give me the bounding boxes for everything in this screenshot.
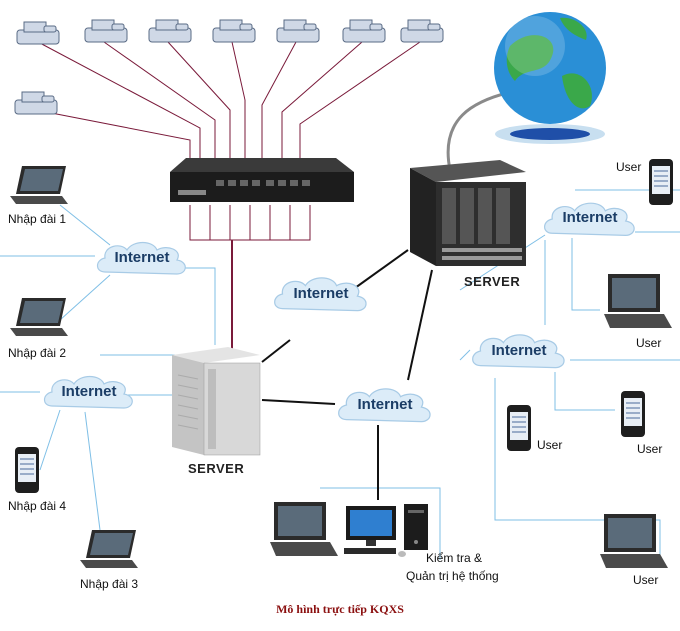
admin-label-line2: Quản trị hệ thống [406, 569, 499, 583]
server-label-center: SERVER [188, 461, 245, 476]
internet-cloud: Internet [93, 238, 191, 278]
internet-cloud: Internet [270, 273, 372, 315]
fax-icon [212, 19, 256, 43]
globe-icon [494, 12, 606, 144]
light-lines [0, 189, 680, 560]
cloud-icon [96, 241, 186, 275]
cloud-icon [43, 375, 133, 409]
internet-cloud: Internet [334, 384, 436, 426]
laptop-icon [10, 166, 68, 204]
cloud-label: Internet [61, 383, 117, 400]
internet-cloud: Internet [468, 330, 570, 372]
laptop-icon [270, 502, 338, 556]
cloud-icon [472, 334, 565, 369]
fax-wires [35, 41, 421, 355]
user-label: User [616, 160, 642, 174]
admin-label-line1: Kiểm tra & [426, 551, 483, 565]
nhap-dai-4-label: Nhập đài 4 [8, 499, 67, 513]
fax-icon [148, 19, 192, 43]
phone-icon [621, 391, 645, 437]
fax-icon [276, 19, 320, 43]
cloud-icon [543, 202, 635, 236]
user-label: User [537, 438, 563, 452]
tower-server-icon [172, 347, 261, 456]
internet-cloud: Internet [40, 372, 138, 412]
cloud-label: Internet [293, 285, 349, 302]
laptop-icon [604, 274, 672, 328]
fax-icon [400, 19, 444, 43]
backbone-lines [261, 249, 433, 500]
cloud-label: Internet [357, 396, 413, 413]
fax-icon [342, 19, 386, 43]
fax-icon [84, 19, 128, 43]
blade-server-icon [410, 160, 526, 266]
cloud-label: Internet [491, 342, 547, 359]
desktop-computer-icon [344, 504, 428, 557]
nhap-dai-2-label: Nhập đài 2 [8, 346, 67, 360]
cloud-label: Internet [114, 249, 170, 266]
phone-icon [507, 405, 531, 451]
phone-icon [15, 447, 39, 493]
laptop-icon [10, 298, 68, 336]
nhap-dai-3-label: Nhập đài 3 [80, 577, 139, 591]
nhap-dai-1-label: Nhập đài 1 [8, 212, 67, 226]
network-switch-icon [170, 158, 354, 202]
fax-icon [14, 91, 58, 115]
laptop-icon [80, 530, 138, 568]
cloud-label: Internet [562, 209, 618, 226]
diagram-caption: Mô hình trực tiếp KQXS [276, 602, 404, 616]
phone-icon [649, 159, 673, 205]
cloud-icon [274, 277, 367, 312]
server-label-right: SERVER [464, 274, 521, 289]
internet-cloud: Internet [540, 198, 640, 240]
laptop-icon [600, 514, 668, 568]
user-label: User [637, 442, 663, 456]
user-label: User [636, 336, 662, 350]
cloud-icon [338, 388, 431, 423]
user-label: User [633, 573, 659, 587]
fax-icon [16, 21, 60, 45]
